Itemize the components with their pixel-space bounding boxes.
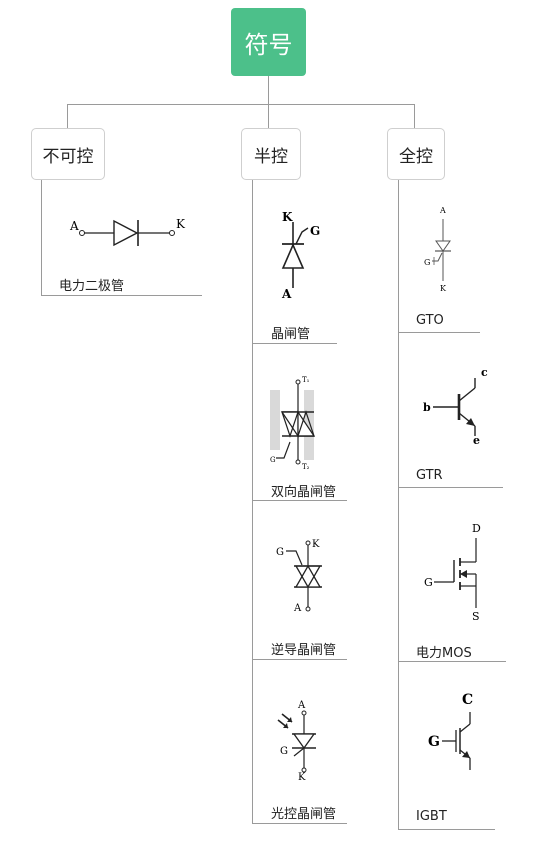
svg-text:A: A [281, 287, 292, 301]
reverse-conducting-thyristor-symbol: G K A [276, 539, 322, 614]
device-label-thyristor[interactable]: 晶闸管 [271, 327, 311, 342]
category-connector [268, 104, 269, 128]
light-triggered-thyristor-symbol: A G K [277, 700, 316, 783]
device-label-gtr[interactable]: GTR [416, 468, 443, 483]
svg-text:S: S [472, 610, 480, 623]
thyristor-symbol: K G A [281, 210, 320, 301]
svg-text:K: K [298, 772, 306, 783]
item-underline [41, 295, 202, 296]
svg-text:K: K [312, 539, 320, 550]
item-underline [252, 659, 347, 660]
svg-text:G: G [424, 258, 430, 267]
category-uncontrollable[interactable]: 不可控 [31, 128, 105, 180]
column-spine [41, 178, 42, 296]
svg-text:A: A [297, 700, 306, 711]
item-underline [398, 332, 480, 333]
root-connector [268, 76, 269, 104]
item-underline [398, 661, 506, 662]
gto-symbol: A G K [424, 206, 451, 293]
gtr-symbol: c b e [423, 366, 488, 447]
svg-text:A: A [293, 603, 302, 614]
item-underline [252, 343, 337, 344]
svg-text:K: K [282, 210, 293, 224]
igbt-symbol: C G [428, 692, 473, 770]
column-spine [398, 178, 399, 830]
category-fully-controlled[interactable]: 全控 [387, 128, 445, 180]
svg-text:b: b [423, 401, 431, 414]
svg-text:G: G [270, 456, 276, 464]
svg-text:G: G [276, 547, 284, 558]
svg-text:A: A [439, 206, 446, 215]
category-semi-controlled[interactable]: 半控 [241, 128, 301, 180]
category-connector [67, 104, 68, 128]
item-underline [252, 500, 347, 501]
svg-text:G: G [310, 224, 320, 238]
column-spine [252, 178, 253, 824]
device-label-gto[interactable]: GTO [416, 313, 444, 328]
device-label-igbt[interactable]: IGBT [416, 809, 447, 824]
item-underline [252, 823, 347, 824]
power-mosfet-symbol: D G S [424, 522, 481, 623]
svg-text:G: G [428, 734, 440, 750]
category-connector [414, 104, 415, 128]
diode-symbol: A K [69, 217, 186, 247]
device-label-ltt[interactable]: 光控晶闸管 [271, 807, 337, 822]
device-label-rct[interactable]: 逆导晶闸管 [271, 643, 337, 658]
item-underline [398, 829, 495, 830]
svg-text:c: c [481, 366, 488, 379]
item-underline [398, 487, 503, 488]
svg-text:K: K [176, 217, 186, 231]
svg-text:e: e [473, 434, 480, 447]
svg-text:A: A [69, 219, 79, 233]
svg-text:G: G [424, 576, 433, 589]
svg-text:T₂: T₂ [302, 463, 310, 471]
svg-text:T₁: T₁ [302, 376, 310, 384]
category-bus [67, 104, 415, 105]
device-label-triac[interactable]: 双向晶闸管 [271, 485, 337, 500]
svg-text:C: C [462, 692, 473, 708]
svg-text:G: G [280, 746, 288, 757]
svg-text:D: D [472, 522, 481, 535]
root-node[interactable]: 符号 [231, 8, 306, 76]
device-label-diode[interactable]: 电力二极管 [59, 279, 125, 294]
triac-symbol: T₁ T₂ G [270, 376, 316, 471]
svg-text:K: K [440, 284, 447, 293]
device-label-mos[interactable]: 电力MOS [416, 646, 472, 661]
